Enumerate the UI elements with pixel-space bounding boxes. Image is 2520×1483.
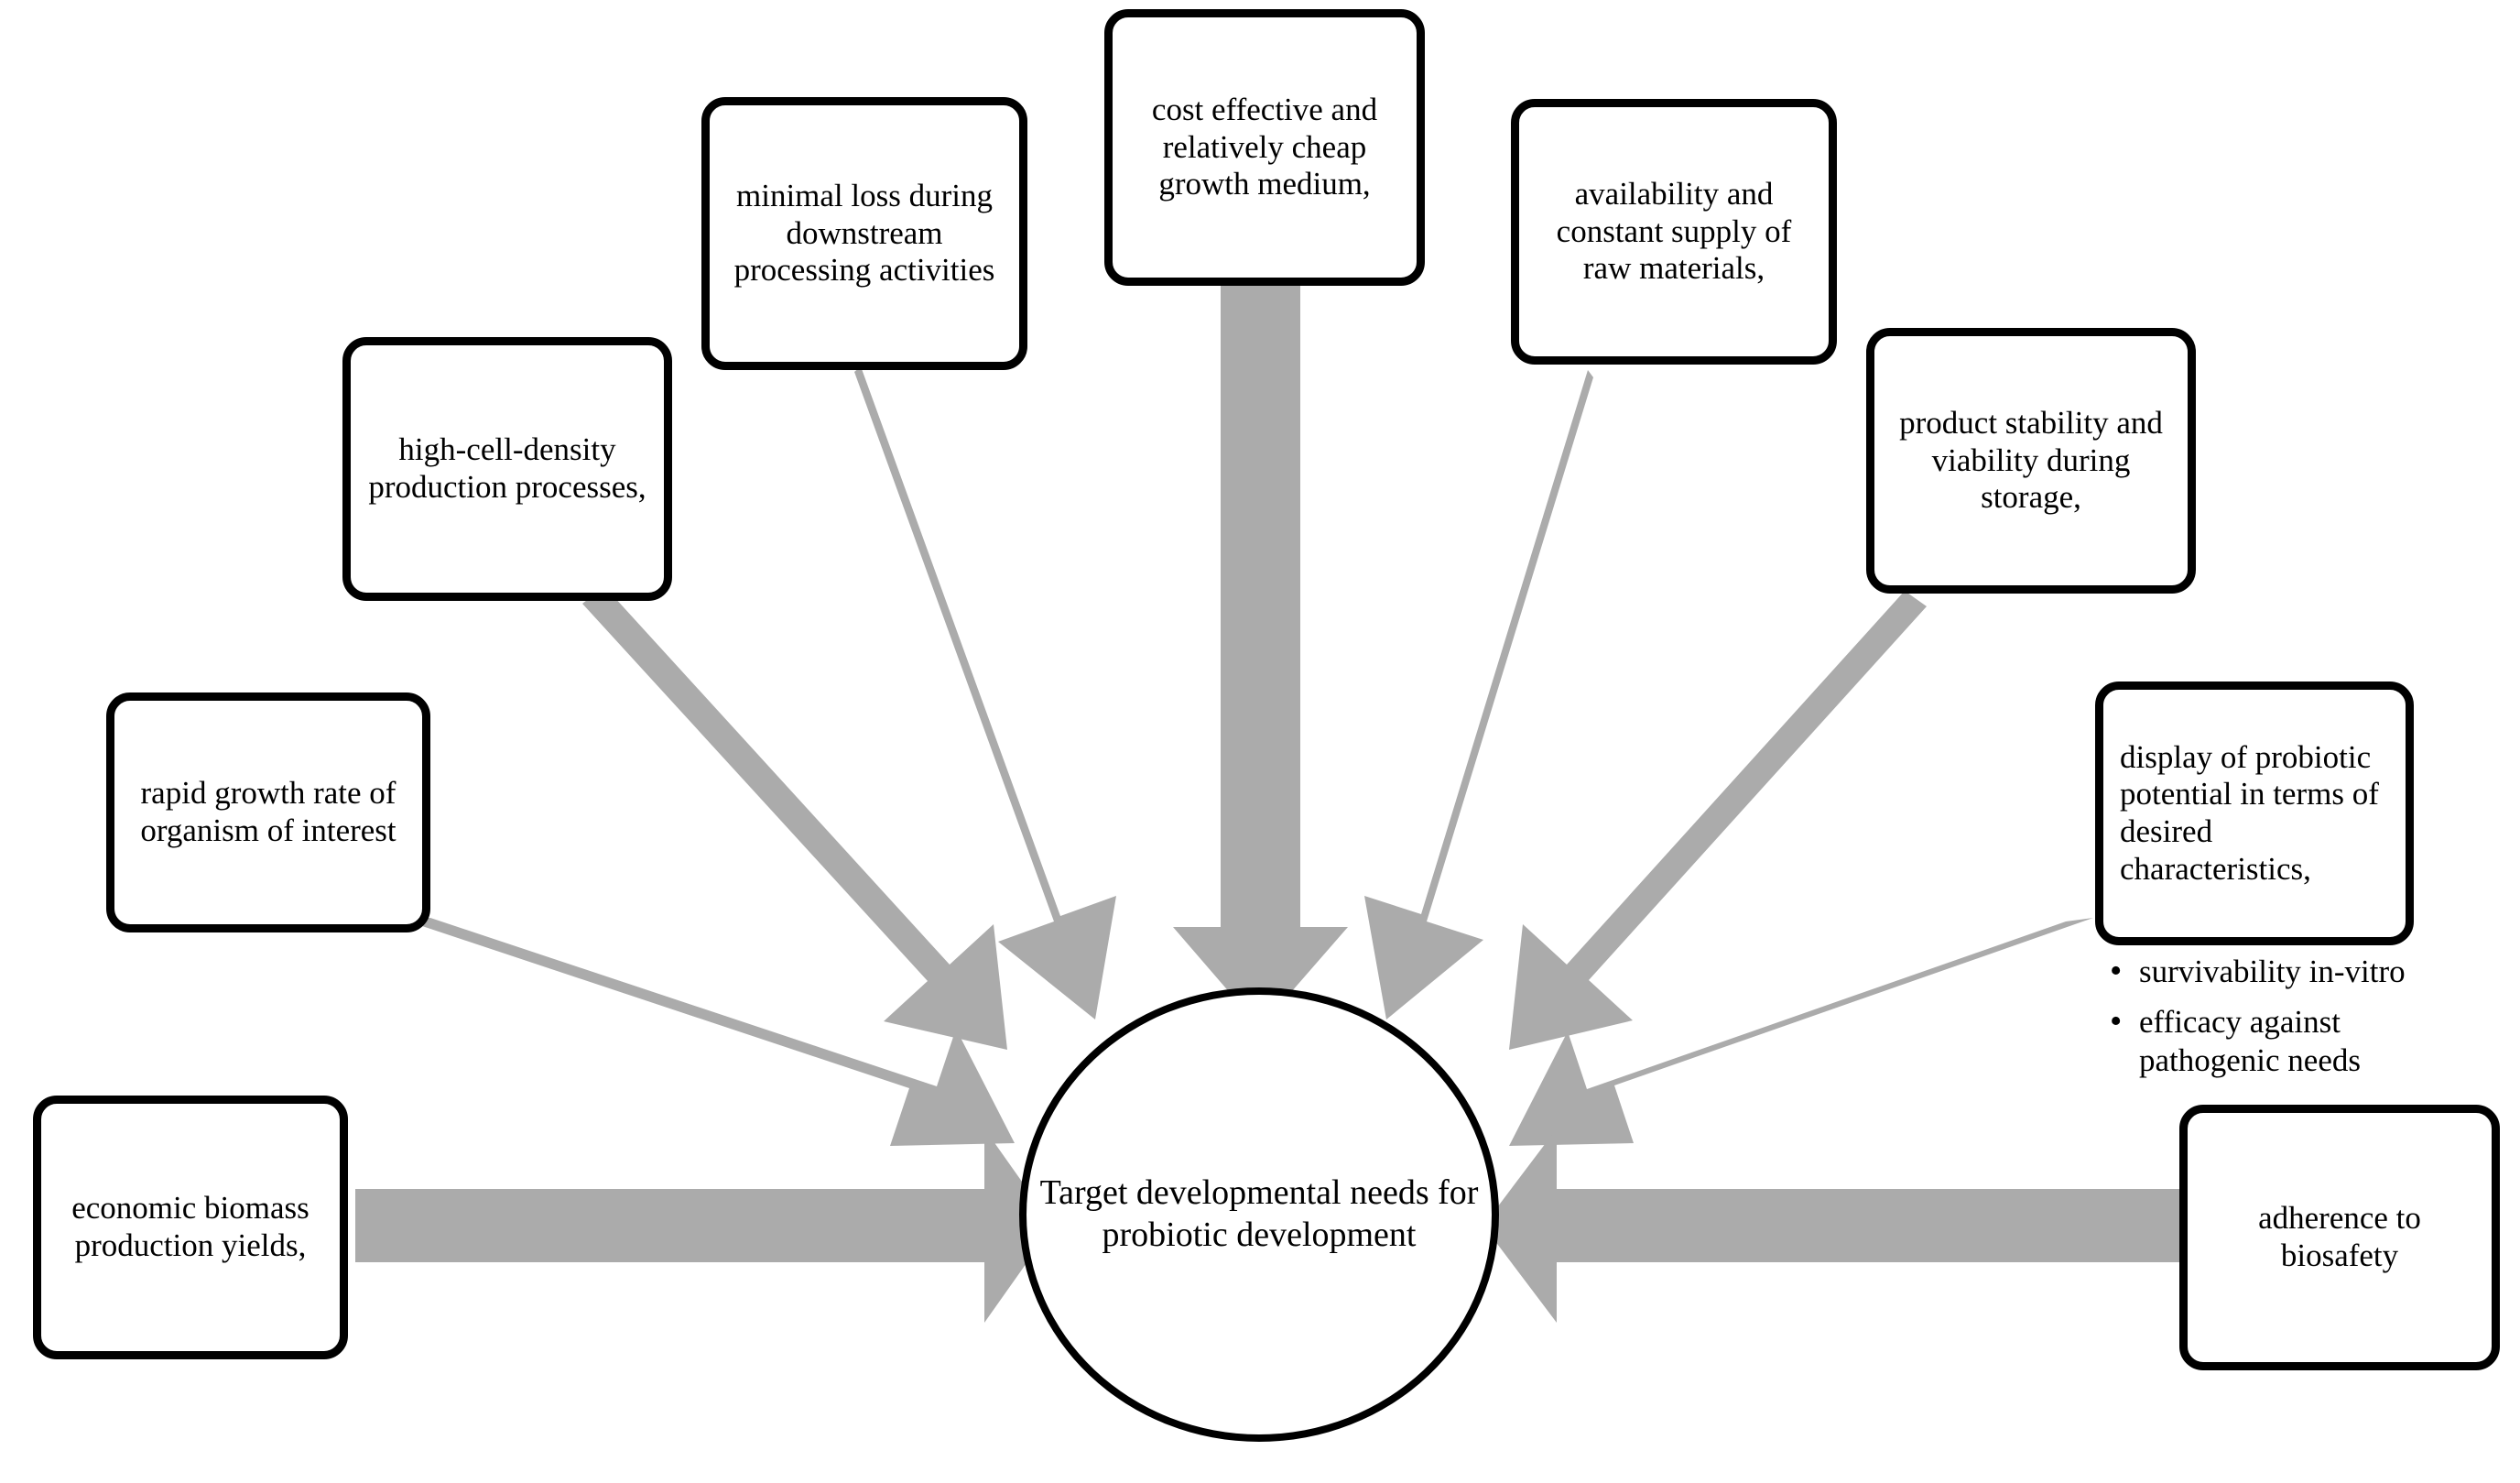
arrow-product-stability — [1509, 591, 1927, 1050]
node-product-stability[interactable]: product stability and viability during s… — [1866, 328, 2196, 594]
arrow-cost-effective — [1173, 284, 1348, 1028]
probiotic-potential-bullets: survivability in-vitro efficacy against … — [2106, 951, 2408, 1092]
node-availability[interactable]: availability and constant supply of raw … — [1511, 99, 1837, 365]
node-rapid-growth-label: rapid growth rate of organism of interes… — [140, 775, 396, 848]
node-biosafety[interactable]: adherence to biosafety — [2179, 1105, 2500, 1370]
node-cost-effective[interactable]: cost effective and relatively cheap grow… — [1104, 9, 1425, 286]
node-economic-biomass[interactable]: economic biomass production yields, — [33, 1096, 348, 1359]
arrow-economic-biomass — [355, 1129, 1053, 1323]
node-minimal-loss-label: minimal loss during downstream processin… — [733, 178, 995, 289]
arrow-rapid-growth — [403, 918, 1015, 1146]
node-probiotic-potential-label: display of probiotic potential in terms … — [2120, 738, 2379, 887]
node-high-cell-density[interactable]: high-cell-density production processes, — [342, 337, 672, 601]
arrow-high-cell-density — [582, 586, 1007, 1050]
node-biosafety-label: adherence to biosafety — [2258, 1200, 2421, 1273]
node-probiotic-potential[interactable]: display of probiotic potential in terms … — [2095, 682, 2414, 945]
arrow-biosafety — [1483, 1129, 2193, 1323]
node-availability-label: availability and constant supply of raw … — [1556, 176, 1792, 287]
arrow-probiotic-potential — [1509, 918, 2093, 1146]
arrow-minimal-loss — [854, 366, 1116, 1020]
list-item: survivability in-vitro — [2106, 951, 2408, 992]
list-item: efficacy against pathogenic needs — [2106, 1001, 2408, 1079]
node-minimal-loss[interactable]: minimal loss during downstream processin… — [701, 97, 1027, 370]
node-economic-biomass-label: economic biomass production yields, — [71, 1190, 310, 1263]
hub-circle: Target developmental needs for probiotic… — [1019, 987, 1499, 1442]
node-cost-effective-label: cost effective and relatively cheap grow… — [1151, 92, 1378, 202]
arrow-availability — [1364, 370, 1593, 1020]
node-product-stability-label: product stability and viability during s… — [1899, 405, 2163, 516]
node-rapid-growth[interactable]: rapid growth rate of organism of interes… — [106, 692, 430, 932]
node-high-cell-density-label: high-cell-density production processes, — [368, 431, 646, 505]
hub-label: Target developmental needs for probiotic… — [1039, 1173, 1479, 1254]
